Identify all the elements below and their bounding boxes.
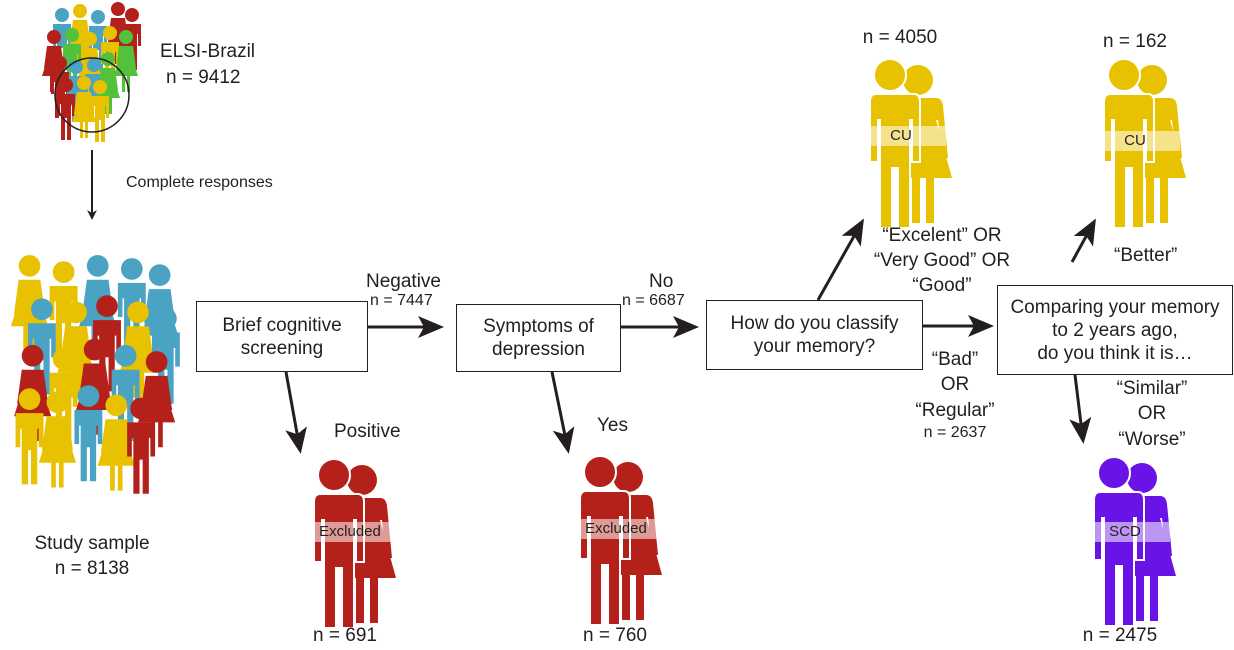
cu-label-2: CU [1090,131,1180,151]
no-label: No [649,271,674,292]
bad-line3: “Regular” [915,400,995,421]
negative-n: n = 7447 [370,292,433,309]
cu-n-1: n = 4050 [862,27,938,48]
bad-n: n = 2637 [923,424,987,441]
sample-n: n = 8138 [54,558,130,579]
worse-line3: “Worse” [1118,429,1186,450]
yes-label: Yes [597,415,628,436]
elsi-crowd-icon [42,2,141,142]
better-label: “Better” [1114,245,1178,266]
source-n: n = 9412 [166,67,241,88]
negative-label: Negative [366,271,441,292]
source-title: ELSI-Brazil [160,41,256,62]
arrow-positive [284,371,307,454]
box-cognitive-screening-line1: Brief cognitive [222,314,342,336]
sample-title: Study sample [34,533,150,554]
excluded-n-2: n = 760 [583,625,647,646]
study-sample-crowd-icon [10,255,180,494]
box-cognitive-screening-line2: screening [240,337,324,359]
arrow-yes [550,371,575,454]
positive-label: Positive [334,421,401,442]
excluded-n-1: n = 691 [313,625,377,646]
worse-line2: OR [1137,403,1167,424]
box-classify-memory-line1: How do you classify [730,313,899,334]
arrow-good [816,218,864,301]
box-classify-memory-line2: your memory? [753,336,876,357]
box-compare-memory-line2: to 2 years ago, [1052,319,1178,341]
complete-responses-label: Complete responses [126,174,273,191]
bad-line2: OR [940,374,970,395]
bad-line1: “Bad” [931,349,979,370]
excluded-couple-icon-2 [575,455,663,626]
arrow-worse [1069,374,1092,444]
good-line1: “Excelent” OR [882,225,1002,246]
arrow-better [1070,218,1096,263]
cu-label-1: CU [856,126,946,146]
good-line3: “Good” [912,275,972,296]
box-compare-memory-line1: Comparing your memory [1010,296,1220,318]
cu-n-2: n = 162 [1103,31,1167,52]
worse-line1: “Similar” [1116,378,1188,399]
box-symptoms-depression-line1: Symptoms of [483,316,594,337]
scd-label: SCD [1080,522,1170,542]
box-symptoms-depression-line2: depression [492,339,585,360]
excluded-couple-icon-1 [309,458,397,629]
no-n: n = 6687 [622,292,685,309]
box-compare-memory-line3: do you think it is… [1037,342,1193,364]
excluded-label-1: Excluded [300,522,400,542]
excluded-label-2: Excluded [566,519,666,539]
scd-n: n = 2475 [1082,625,1158,646]
good-line2: “Very Good” OR [873,250,1011,271]
